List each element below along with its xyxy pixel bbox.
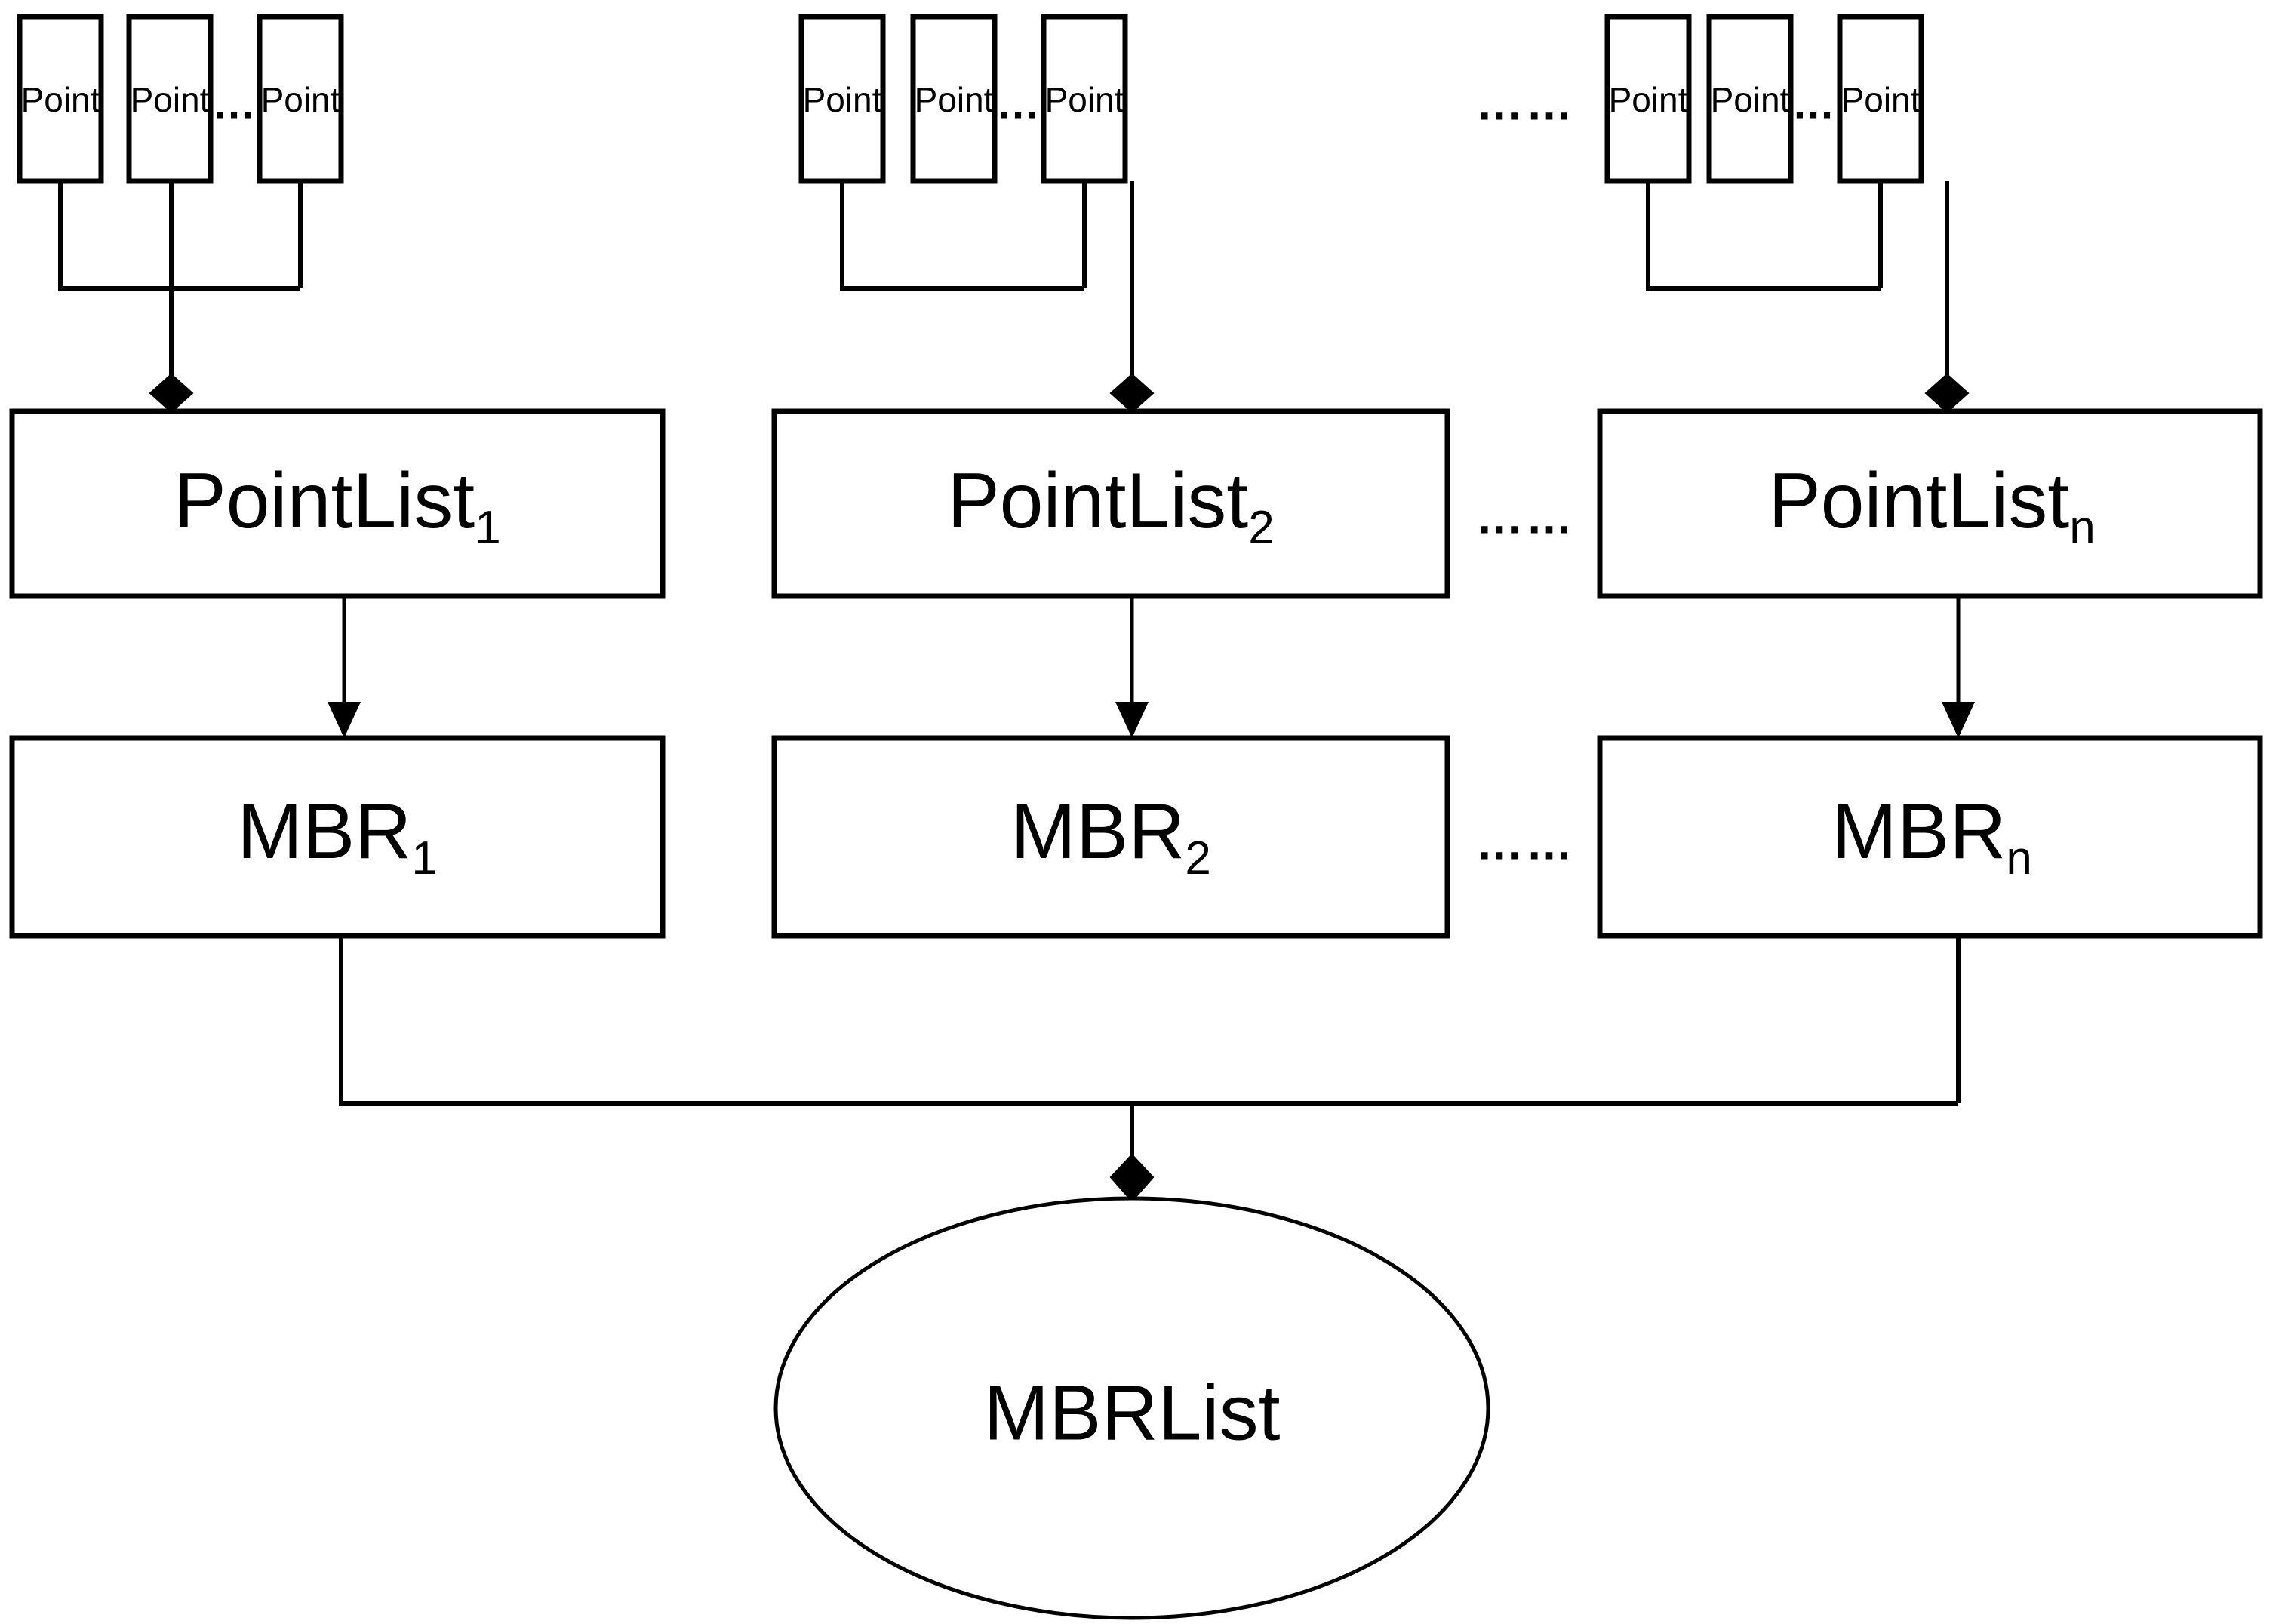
mbr-box-2[interactable] bbox=[771, 735, 1450, 939]
ellipsis-points-group-1: ... bbox=[214, 79, 255, 128]
point-box-n-2[interactable] bbox=[1706, 14, 1794, 184]
point-box-1-3-label: Point bbox=[261, 80, 340, 119]
ellipsis-mbr-row: …… bbox=[1476, 817, 1576, 869]
ellipsis-pointlist-row: …… bbox=[1476, 491, 1576, 543]
point-box-2-1-label: Point bbox=[803, 80, 882, 119]
point-box-1-1-label: Point bbox=[21, 80, 100, 119]
point-box-n-1[interactable] bbox=[1604, 14, 1692, 184]
bracket-mbr-row bbox=[339, 936, 1961, 1106]
mbrlist-ellipse[interactable] bbox=[773, 1196, 1490, 1620]
pointlist-to-mbr-arrows bbox=[328, 596, 1975, 738]
composition-diamond-group-n bbox=[1924, 373, 1970, 414]
arrow-head-n bbox=[1942, 702, 1975, 738]
point-box-2-3[interactable] bbox=[1041, 14, 1128, 184]
bracket-group-n bbox=[1646, 181, 1883, 291]
pointlist-box-1-label: PointList1 bbox=[174, 457, 500, 554]
composition-diamond-group-1 bbox=[149, 373, 194, 414]
point-box-2-2-label: Point bbox=[915, 80, 994, 119]
point-box-1-2-label: Point bbox=[131, 80, 210, 119]
composition-diamond-group-2 bbox=[1109, 373, 1155, 414]
mbr-row: MBR1 MBR2 …… MBRn bbox=[9, 735, 2263, 939]
point-group-n: Point Point ... Point bbox=[1604, 14, 1970, 414]
bracket-group-2 bbox=[840, 181, 1087, 291]
point-group-1: Point Point ... Point bbox=[17, 14, 344, 414]
arrow-head-1 bbox=[328, 702, 361, 738]
point-box-n-3-label: Point bbox=[1841, 80, 1921, 119]
ellipsis-points-group-2: ... bbox=[998, 79, 1039, 128]
point-box-n-2-label: Point bbox=[1711, 80, 1790, 119]
pointlist-box-n[interactable] bbox=[1597, 408, 2263, 599]
pointlist-box-2-label: PointList2 bbox=[947, 457, 1274, 554]
arrow-head-2 bbox=[1115, 702, 1149, 738]
point-box-2-3-label: Point bbox=[1045, 80, 1124, 119]
mbr-box-1[interactable] bbox=[9, 735, 666, 939]
ellipsis-points-group-n: ... bbox=[1794, 79, 1835, 128]
point-box-n-1-label: Point bbox=[1609, 80, 1688, 119]
pointlist-box-n-label: PointListn bbox=[1768, 457, 2095, 554]
mbr-box-1-label: MBR1 bbox=[237, 788, 438, 884]
bracket-group-1 bbox=[58, 181, 303, 291]
pointlist-row: PointList1 PointList2 …… PointListn bbox=[9, 408, 2263, 599]
mbrlist-node[interactable]: MBRList bbox=[773, 1196, 1490, 1620]
ellipsis-points-row: …… bbox=[1476, 78, 1576, 130]
mbr-to-mbrlist-bracket bbox=[339, 936, 1961, 1203]
pointlist-box-2[interactable] bbox=[771, 408, 1450, 599]
mbr-box-n[interactable] bbox=[1597, 735, 2263, 939]
mbrlist-label: MBRList bbox=[984, 1369, 1281, 1456]
composition-diamond-mbrlist bbox=[1109, 1153, 1155, 1203]
point-group-2: Point Point ... Point bbox=[798, 14, 1155, 414]
mbr-box-n-label: MBRn bbox=[1831, 788, 2032, 884]
point-box-2-2[interactable] bbox=[910, 14, 998, 184]
mbr-box-2-label: MBR2 bbox=[1010, 788, 1211, 884]
pointlist-box-1[interactable] bbox=[9, 408, 666, 599]
